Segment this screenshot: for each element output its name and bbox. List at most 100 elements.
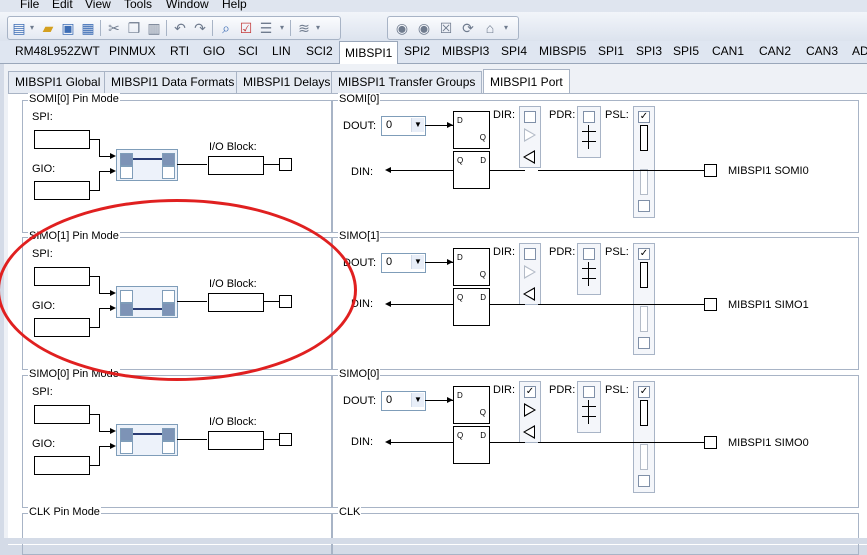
menu-tools[interactable]: Tools: [124, 0, 153, 11]
tab-mibspi1[interactable]: MIBSPI1: [339, 41, 399, 65]
open-folder-icon[interactable]: ▰: [42, 20, 54, 36]
dout-select[interactable]: 0▼: [381, 116, 426, 136]
chevron-down-icon[interactable]: ▾: [315, 23, 320, 32]
psl-label: PSL:: [605, 384, 629, 396]
psl-checkbox[interactable]: ✓: [638, 386, 650, 398]
mux-cell-gio-a[interactable]: [120, 441, 133, 454]
menu-edit[interactable]: Edit: [52, 0, 73, 11]
tab-can2[interactable]: CAN2: [759, 44, 792, 58]
toolbar-separator: [100, 20, 101, 36]
din-label: DIN:: [351, 166, 373, 178]
paste-icon[interactable]: ▥: [147, 20, 161, 36]
pin-mode-group-simo0: SIMO[0] Pin Mode SPI: GIO: I/O Block:: [22, 368, 332, 508]
dir-label: DIR:: [493, 109, 515, 121]
layers-icon[interactable]: ≋: [298, 20, 310, 36]
dir-checkbox[interactable]: [524, 248, 536, 260]
dir-checkbox[interactable]: ✓: [524, 386, 536, 398]
stop-icon[interactable]: ☒: [439, 20, 453, 36]
tab-mibspi1-global[interactable]: MIBSPI1 Global: [8, 71, 108, 93]
psl-panel: ✓: [633, 243, 655, 355]
dir-checkbox[interactable]: [524, 111, 536, 123]
tab-mibspi1-delays[interactable]: MIBSPI1 Delays: [236, 71, 338, 93]
psl-label: PSL:: [605, 246, 629, 258]
psl-bottom-checkbox: [638, 200, 650, 212]
tab-rm48l952zwt[interactable]: RM48L952ZWT: [15, 44, 100, 58]
toolbar-group-nav: ◉ ◉ ☒ ⟳ ⌂ ▾: [387, 16, 519, 40]
tab-lin[interactable]: LIN: [272, 44, 291, 58]
status-bar: [0, 538, 867, 544]
back-icon[interactable]: ◉: [395, 20, 409, 36]
copy-icon[interactable]: ❐: [127, 20, 141, 36]
chevron-down-icon[interactable]: ▾: [503, 23, 508, 32]
tab-mibspi1-data-formats[interactable]: MIBSPI1 Data Formats: [104, 71, 242, 93]
mux-cell-spi-a[interactable]: [120, 153, 133, 166]
pdr-checkbox[interactable]: [583, 111, 595, 123]
new-file-icon[interactable]: ▤: [12, 20, 26, 36]
pdr-checkbox[interactable]: [583, 386, 595, 398]
pin-mux-selector: [116, 149, 178, 181]
dout-select[interactable]: 0▼: [381, 253, 426, 273]
find-icon[interactable]: ⌕: [222, 20, 230, 36]
dir-panel: [519, 243, 541, 305]
refresh-icon[interactable]: ⟳: [462, 20, 474, 36]
pin-terminal: [279, 158, 292, 171]
toolbar-separator: [290, 20, 291, 36]
group-title: CLK: [338, 506, 362, 518]
tab-sci[interactable]: SCI: [238, 44, 259, 58]
save-icon[interactable]: ▣: [61, 20, 75, 36]
dir-panel: ✓: [519, 381, 541, 443]
tab-ad[interactable]: AD: [852, 44, 867, 58]
toolbar-group-main: ▤ ▾ ▰ ▣ ▦ ✂ ❐ ▥ ↶ ↷ ⌕ ☑ ☰ ▾ ≋ ▾: [7, 16, 341, 40]
tab-rti[interactable]: RTI: [170, 44, 190, 58]
mux-cell-gio-b[interactable]: [162, 166, 175, 179]
io-block-label: I/O Block:: [209, 416, 257, 428]
redo-icon[interactable]: ↷: [194, 20, 206, 36]
home-icon[interactable]: ⌂: [485, 20, 495, 36]
chevron-down-icon[interactable]: ▾: [29, 23, 34, 32]
tab-mibspi1-port[interactable]: MIBSPI1 Port: [483, 69, 570, 94]
cut-icon[interactable]: ✂: [108, 20, 120, 36]
tab-gio[interactable]: GIO: [203, 44, 226, 58]
tab-can1[interactable]: CAN1: [712, 44, 745, 58]
psl-checkbox[interactable]: ✓: [638, 111, 650, 123]
checklist-icon[interactable]: ☑: [239, 20, 253, 36]
tab-pinmux[interactable]: PINMUX: [109, 44, 156, 58]
psl-checkbox[interactable]: ✓: [638, 248, 650, 260]
port-page: SOMI[0] Pin Mode SPI: GIO: I/O Block: SO…: [8, 93, 867, 555]
tab-mibspi5[interactable]: MIBSPI5: [539, 44, 587, 58]
group-title: CLK Pin Mode: [28, 506, 101, 518]
save-all-icon[interactable]: ▦: [81, 20, 95, 36]
chevron-down-icon[interactable]: ▾: [279, 23, 284, 32]
tab-mibspi3[interactable]: MIBSPI3: [442, 44, 490, 58]
undo-icon[interactable]: ↶: [174, 20, 186, 36]
mux-cell-gio-a[interactable]: [120, 166, 133, 179]
tab-spi1[interactable]: SPI1: [598, 44, 625, 58]
tab-spi5[interactable]: SPI5: [673, 44, 700, 58]
forward-icon[interactable]: ◉: [417, 20, 431, 36]
io-block-box: [208, 156, 264, 175]
mux-cell-spi-b[interactable]: [162, 428, 175, 441]
tab-mibspi1-transfer-groups[interactable]: MIBSPI1 Transfer Groups: [331, 71, 483, 93]
mux-cell-spi-a[interactable]: [120, 428, 133, 441]
menu-bar: File Edit View Tools Window Help: [0, 0, 867, 12]
menu-file[interactable]: File: [20, 0, 40, 11]
mux-cell-gio-b[interactable]: [162, 441, 175, 454]
dout-select[interactable]: 0▼: [381, 391, 426, 411]
tab-can3[interactable]: CAN3: [806, 44, 839, 58]
list-icon[interactable]: ☰: [259, 20, 273, 36]
spi-source-box: [34, 405, 90, 424]
menu-help[interactable]: Help: [222, 0, 247, 11]
tab-spi3[interactable]: SPI3: [636, 44, 663, 58]
menu-window[interactable]: Window: [166, 0, 209, 11]
tab-sci2[interactable]: SCI2: [306, 44, 333, 58]
pulldown-resistor-icon: [640, 306, 648, 332]
tab-spi4[interactable]: SPI4: [501, 44, 528, 58]
pdr-checkbox[interactable]: [583, 248, 595, 260]
tab-spi2[interactable]: SPI2: [404, 44, 431, 58]
mux-cell-spi-b[interactable]: [162, 153, 175, 166]
menu-view[interactable]: View: [85, 0, 111, 11]
